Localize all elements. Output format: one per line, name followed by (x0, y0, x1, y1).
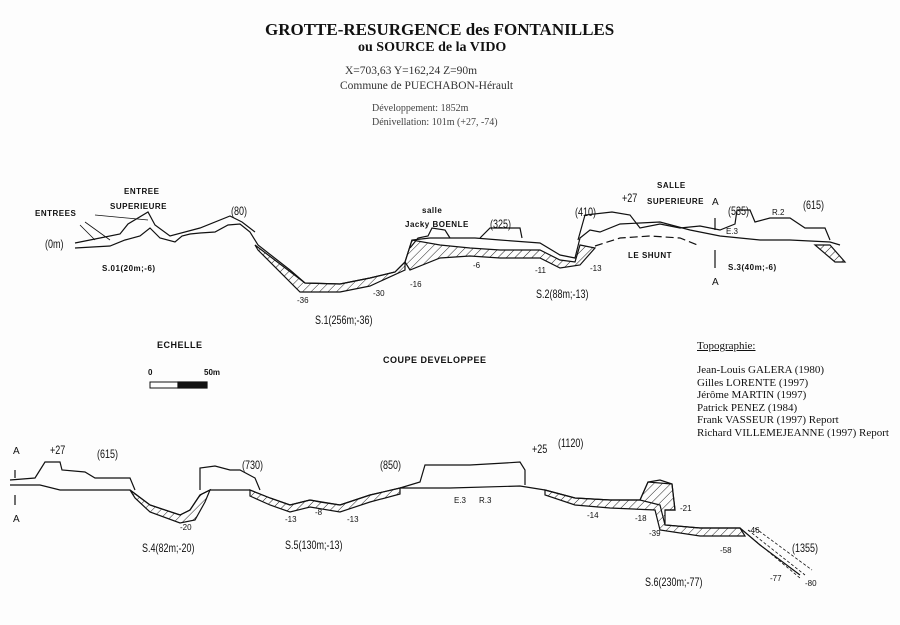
label-entree: ENTREE (124, 187, 160, 196)
label-s3: S.3(40m;-6) (728, 263, 777, 272)
label-entrees: ENTREES (35, 209, 77, 218)
label-jacky-boenle: Jacky BOENLE (405, 220, 469, 229)
depth-18: -18 (635, 514, 647, 523)
depth-39: -39 (649, 529, 661, 538)
label-0m: (0m) (45, 237, 64, 251)
topographer: Gilles LORENTE (1997) (697, 376, 809, 389)
scale-label: ECHELLE (157, 340, 203, 350)
depth-46: -46 (748, 526, 760, 535)
depth-36: -36 (297, 296, 309, 305)
label-le-shunt: LE SHUNT (628, 251, 672, 260)
label-615: (615) (803, 198, 825, 212)
label-r2: R.2 (772, 208, 785, 217)
topographie-heading: Topographie: (697, 340, 756, 352)
label-80: (80) (231, 204, 248, 218)
commune: Commune de PUECHABON-Hérault (340, 80, 514, 92)
depth-13a: -13 (285, 515, 297, 524)
lower-cave-profile (9, 461, 813, 579)
lower-label-1120: (1120) (558, 436, 584, 450)
depth-58: -58 (720, 546, 732, 555)
label-s6: S.6(230m;-77) (645, 575, 703, 589)
scale-fifty: 50m (204, 368, 221, 377)
lower-section-a-top: A (13, 446, 20, 457)
label-s01: S.01(20m;-6) (102, 264, 156, 273)
label-e3: E.3 (726, 227, 739, 236)
label-s2: S.2(88m;-13) (536, 287, 589, 301)
depth-30: -30 (373, 289, 385, 298)
depth-8: -8 (315, 508, 323, 517)
topographers-list: Jean-Louis GALERA (1980) Gilles LORENTE … (697, 364, 889, 439)
topographer: Frank VASSEUR (1997) Report (697, 414, 839, 426)
development: Développement: 1852m (372, 103, 469, 114)
label-410: (410) (575, 205, 597, 219)
depth-21: -21 (680, 504, 692, 513)
label-plus27: +27 (622, 191, 638, 205)
map-subtitle: ou SOURCE de la VIDO (358, 40, 507, 55)
lower-label-730: (730) (242, 458, 264, 472)
depth-11: -11 (535, 266, 546, 275)
lower-label-850: (850) (380, 458, 402, 472)
topographer: Richard VILLEMEJEANNE (1997) Report (697, 426, 889, 439)
depth-6: -6 (473, 261, 481, 270)
upper-cave-profile (74, 209, 847, 293)
lower-label-615: (615) (97, 447, 119, 461)
map-title: GROTTE-RESURGENCE des FONTANILLES (265, 20, 615, 39)
label-superieure-2: SUPERIEURE (647, 197, 705, 206)
label-salle: salle (422, 206, 443, 215)
topographer: Patrick PENEZ (1984) (697, 401, 798, 414)
section-title: COUPE DEVELOPPEE (383, 355, 487, 365)
label-535: (535) (728, 204, 750, 218)
depth-13b: -13 (347, 515, 359, 524)
lower-label-plus27: +27 (50, 443, 66, 457)
lower-label-plus25: +25 (532, 442, 548, 456)
label-s5: S.5(130m;-13) (285, 538, 343, 552)
topographer: Jérôme MARTIN (1997) (697, 389, 807, 401)
topographer: Jean-Louis GALERA (1980) (697, 364, 825, 376)
denivellation: Dénivellation: 101m (+27, -74) (372, 117, 498, 128)
depth-13: -13 (590, 264, 602, 273)
label-superieure: SUPERIEURE (110, 202, 168, 211)
lower-label-e3: E.3 (454, 496, 467, 505)
depth-14: -14 (587, 511, 599, 520)
depth-16: -16 (410, 280, 422, 289)
scale-zero: 0 (148, 368, 153, 377)
depth-80: -80 (805, 579, 817, 588)
label-325: (325) (490, 217, 512, 231)
depth-77: -77 (770, 574, 782, 583)
coordinates: X=703,63 Y=162,24 Z=90m (345, 65, 478, 77)
label-s1: S.1(256m;-36) (315, 313, 373, 327)
label-s4: S.4(82m;-20) (142, 541, 195, 555)
scale-bar (149, 381, 208, 389)
label-salle-sup: SALLE (657, 181, 686, 190)
section-a-bottom: A (712, 277, 719, 288)
depth-20: -20 (180, 523, 192, 532)
label-1355: (1355) (792, 541, 819, 555)
lower-section-a-bottom: A (13, 514, 20, 525)
lower-label-r3: R.3 (479, 496, 492, 505)
section-a-top: A (712, 197, 719, 208)
